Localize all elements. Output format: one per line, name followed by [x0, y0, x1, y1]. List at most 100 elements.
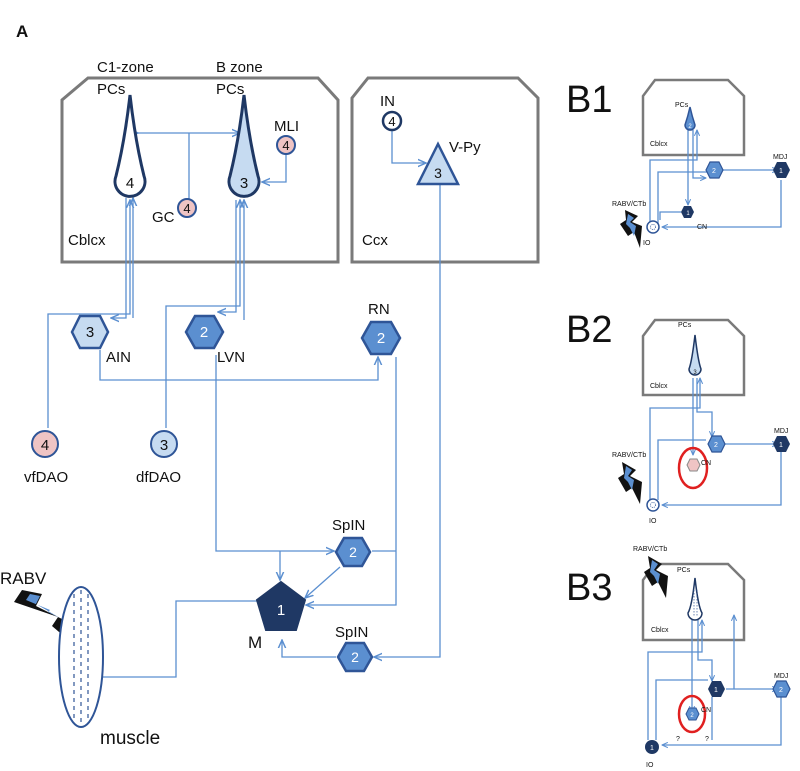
b1-cn1-number: 1 [686, 211, 690, 217]
b1-mdj-label: MDJ [773, 154, 787, 161]
b1-cortex-box [641, 78, 746, 157]
b3-cn1-number: 1 [714, 687, 718, 694]
b1-cblcx-label: Cblcx [650, 141, 668, 148]
rabv-label: RABV [0, 569, 47, 588]
b3-mdj-label: MDJ [774, 673, 788, 680]
vpy-number: 3 [434, 165, 442, 181]
b2-pcs-label: PCs [678, 322, 692, 329]
b3-cn2-number: 2 [690, 713, 694, 719]
purkinje-cell-b: 3 [227, 94, 261, 198]
b2-pc-number: 3 [693, 370, 697, 376]
rn-nucleus: 2 [360, 320, 402, 356]
b1-connections [649, 130, 782, 227]
ccx-label: Ccx [362, 232, 388, 249]
b1-cn-hex-1: 1 [681, 206, 694, 218]
b-zone-label: B zone [216, 59, 263, 76]
gc-number: 4 [183, 201, 190, 216]
b3-io-circle: 1 [645, 740, 659, 754]
b1-mdj-hex: 1 [773, 162, 790, 178]
b1-purkinje-cell: 2 [684, 106, 696, 131]
b2-io-circle [646, 498, 660, 512]
b2-cn-hex-lesioned [686, 458, 701, 472]
panel-a-connections [47, 131, 441, 677]
spin-lower-number: 2 [351, 649, 359, 665]
ain-label: AIN [106, 349, 131, 366]
b3-cblcx-label: Cblcx [651, 627, 669, 634]
b2-cblcx-label: Cblcx [650, 383, 668, 390]
b3-question-1: ? [676, 736, 680, 743]
dfdao-cell: 3 [150, 430, 178, 458]
mli-label: MLI [274, 118, 299, 135]
ain-number: 3 [86, 324, 94, 341]
in-label: IN [380, 93, 395, 110]
b2-purkinje-cell: 3 [688, 334, 702, 376]
b3-purkinje-cell [687, 577, 703, 621]
b2-mdj-label: MDJ [774, 428, 788, 435]
in-cell: 4 [381, 110, 403, 132]
vpy-cell: 3 [415, 141, 461, 186]
b2-rabv-lightning-icon [618, 462, 642, 504]
spin-upper-label: SpIN [332, 517, 365, 534]
b3-cn-label: CN [701, 707, 711, 714]
panel-a-label: A [16, 22, 28, 41]
in-number: 4 [388, 114, 395, 129]
b3-lesion-marker [677, 694, 707, 734]
panel-b2-label: B2 [566, 309, 612, 351]
cblcx-label: Cblcx [68, 232, 106, 249]
b1-rabv-lightning-icon [620, 210, 642, 248]
spin-lower-label: SpIN [335, 624, 368, 641]
b2-lesion-marker [677, 446, 709, 490]
motoneuron: 1 [255, 580, 307, 631]
b2-cn-hex-2: 2 [707, 435, 726, 453]
purkinje-cell-c1: 4 [113, 94, 147, 198]
b3-io-label: IO [646, 762, 654, 769]
b3-io-number: 1 [650, 745, 654, 752]
b2-cn-label: CN [701, 460, 711, 467]
b2-cn2-number: 2 [714, 442, 718, 449]
b3-mdj-hex: 2 [772, 680, 791, 698]
pcs-label-b: PCs [216, 81, 244, 98]
b3-mdj-number: 2 [779, 687, 783, 694]
mli-cell: 4 [276, 135, 296, 155]
lvn-number: 2 [200, 324, 208, 341]
ain-nucleus: 3 [70, 314, 110, 350]
panel-b3-label: B3 [566, 567, 612, 609]
gc-label: GC [152, 209, 175, 226]
b3-cn-hex-1: 1 [708, 681, 725, 697]
b3-pcs-label: PCs [677, 567, 691, 574]
pc-c1-number: 4 [126, 175, 134, 192]
lvn-label: LVN [217, 349, 245, 366]
b2-rabv-ctb-label: RABV/CTb [612, 452, 646, 459]
b3-question-2: ? [705, 736, 709, 743]
b2-mdj-hex: 1 [773, 436, 790, 452]
lvn-nucleus: 2 [184, 314, 225, 350]
muscle-label: muscle [100, 728, 160, 749]
pc-b-number: 3 [240, 175, 248, 192]
b1-io-circle [646, 220, 660, 234]
b2-mdj-number: 1 [779, 442, 783, 449]
spin-upper-number: 2 [349, 544, 357, 560]
spin-lower: 2 [336, 641, 374, 673]
c1-zone-label: C1-zone [97, 59, 154, 76]
vfdao-number: 4 [41, 437, 49, 454]
b1-pcs-label: PCs [675, 102, 689, 109]
b2-io-label: IO [649, 518, 657, 525]
mli-number: 4 [282, 138, 289, 153]
b1-pc-number: 2 [688, 124, 692, 130]
b1-mdj-number: 1 [779, 168, 783, 175]
rabv-lightning-icon [14, 590, 72, 643]
motoneuron-number: 1 [277, 602, 285, 619]
b2-connections [649, 378, 782, 505]
b1-cn-label: CN [697, 224, 707, 231]
b1-rabv-ctb-label: RABV/CTb [612, 201, 646, 208]
dfdao-label: dfDAO [136, 469, 181, 486]
spin-upper: 2 [334, 536, 372, 568]
b1-io-label: IO [643, 240, 651, 247]
b1-cn-hex-2: 2 [705, 161, 724, 179]
rn-number: 2 [377, 330, 385, 347]
pcs-label-c1: PCs [97, 81, 125, 98]
vfdao-cell: 4 [31, 430, 59, 458]
muscle [58, 586, 104, 728]
motoneuron-label: M [248, 633, 262, 652]
rn-label: RN [368, 301, 390, 318]
